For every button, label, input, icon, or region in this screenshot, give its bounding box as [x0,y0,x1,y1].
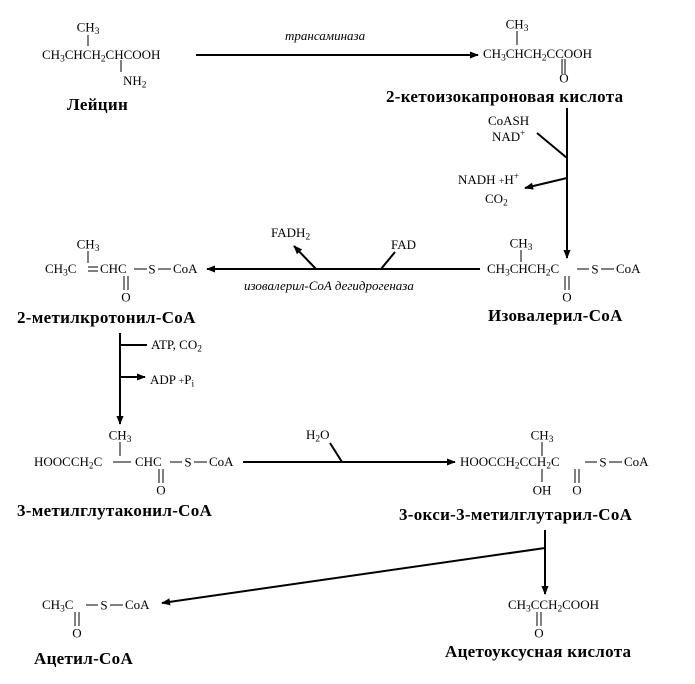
ketoisocaproic-branch-formula: CH3 [505,16,529,35]
isovaleryl-name: Изовалерил-CoA [488,306,623,325]
isovaleryl-oxo: O [562,289,572,305]
ketoisocaproic-main-formula: CH3CHCH2CCOOH [483,46,593,64]
cofactor-h2o: H2O [306,427,330,445]
isovaleryl-main-formula: CH3CHCH2C [487,261,560,279]
isovaleryl-sulfur: S [591,261,599,277]
acetyl-coa: CoA [125,597,150,612]
hmg-coa: CoA [624,454,649,469]
methylglutaconyl-oxo: O [156,482,166,498]
cofactor-arrow-nadh-co2 [524,177,568,190]
methylcrotonyl-sulfur: S [148,261,156,277]
acetoacetic-main-formula: CH3CCH2COOH [508,597,599,615]
isovaleryl-branch-formula: CH3 [509,235,533,254]
cofactor-fad: FAD [391,237,417,252]
enzyme-transaminase: трансаминаза [285,28,366,43]
arrow-to-acetyl-coa [161,547,546,606]
hmg-branch-formula: CH3 [530,427,554,446]
cofactor-nadh-h: NADH +H+ [458,171,519,187]
leucine-amino-group: NH2 [123,73,147,91]
enzyme-isovaleryl-coa-dehydrogenase: изовалерил-CoA дегидрогеназа [244,278,414,293]
acetoacetic-oxo: O [534,625,544,641]
cofactor-line-fad [380,251,396,270]
methylcrotonyl-oxo: O [121,289,131,305]
leucine-branch-formula: CH3 [76,19,100,38]
hmg-sulfur: S [599,454,607,470]
methylcrotonyl-main-mid: CHC [100,261,127,276]
ketoisocaproic-oxo: O [559,70,569,86]
cofactor-arrow-fadh2 [293,245,317,270]
methylglutaconyl-sulfur: S [184,454,192,470]
cofactor-co2: CO2 [485,191,508,209]
methylcrotonyl-name: 2-метилкротонил-CoA [17,308,196,327]
ketoisocaproic-name: 2-кетоизокапроновая кислота [386,87,624,106]
leucine-main-formula: CH3CHCH2CHCOOH [42,47,161,65]
hmg-oxo: O [572,482,582,498]
methylglutaconyl-main-mid: CHC [135,454,162,469]
acetoacetic-name: Ацетоуксусная кислота [445,642,632,661]
cofactor-nad: NAD+ [492,128,526,144]
acetyl-main-formula: CH3C [42,597,74,615]
methylglutaconyl-coa: CoA [209,454,234,469]
leucine-name: Лейцин [67,95,129,114]
cofactor-line-coash-nad [536,132,568,159]
isovaleryl-coa: CoA [616,261,641,276]
methylglutaconyl-branch-formula: CH3 [108,427,132,446]
hmg-name: 3-окси-3-метилглутарил-CoA [399,505,633,524]
cofactor-atp-co2: ATP, CO2 [151,337,202,355]
methylglutaconyl-name: 3-метилглутаконил-CoA [17,501,213,520]
cofactor-adp-pi: ADP +Pi [150,372,195,390]
acetyl-sulfur: S [100,597,108,613]
acetyl-name: Ацетил-CoA [34,649,134,668]
acetyl-oxo: O [72,625,82,641]
cofactor-coash: CoASH [488,113,530,128]
methylcrotonyl-coa: CoA [173,261,198,276]
hmg-hydroxy: OH [532,482,552,498]
methylcrotonyl-main-left: CH3C [45,261,77,279]
hmg-main-formula: HOOCCH2CCH2C [460,454,560,472]
cofactor-line-h2o [329,442,343,463]
methylcrotonyl-branch-formula: CH3 [76,236,100,255]
methylglutaconyl-main-left: HOOCCH2C [34,454,103,472]
cofactor-fadh2: FADH2 [271,225,311,243]
